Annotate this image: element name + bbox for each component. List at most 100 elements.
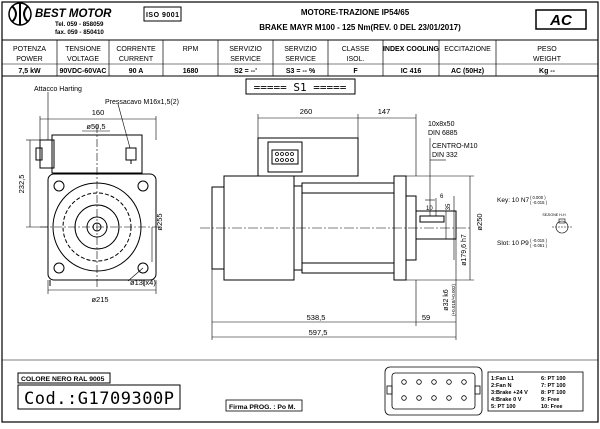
pinout-entry: 8: PT 100 [541, 390, 566, 396]
spec-header-sub: ISOL. [347, 56, 365, 63]
pinout-table: 1:Fan L12:Fan N3:Brake +24 V4:Brake 0 V5… [487, 371, 584, 412]
color-label: COLORE NERO RAL 9005 [21, 376, 105, 383]
spec-column: SERVIZIO SERVICE S2 = --' [229, 46, 262, 75]
dim-160: 160 [92, 108, 105, 117]
side-harting-connector [267, 141, 303, 173]
label-centro-din: DIN 332 [432, 152, 458, 159]
harting-connector [39, 139, 55, 169]
dim-13x4: ø13(x4) [130, 278, 156, 287]
slot-tolerance-hi: ( -0.015 ) [530, 238, 548, 243]
spec-header: SERVIZIO [229, 46, 262, 53]
company-fax: fax. 059 - 850410 [55, 29, 104, 36]
slot-tolerance-lo: ( -0.051 ) [530, 243, 548, 248]
spec-header: CLASSE [342, 46, 370, 53]
pin [416, 395, 422, 401]
dim-538-5: 538,5 [307, 313, 326, 322]
label-key-din: DIN 6885 [428, 130, 458, 137]
ac-badge-label: AC [549, 12, 573, 29]
firma-label: Firma PROG. : Po M. [229, 404, 296, 411]
spec-header: POTENZA [13, 46, 46, 53]
spec-header: ECCITAZIONE [444, 46, 491, 53]
pinout-entry: 5: PT 100 [491, 404, 516, 410]
code-box [17, 384, 181, 410]
pin [461, 379, 467, 385]
company-tel: Tel. 059 - 858059 [55, 21, 104, 28]
pin [416, 379, 422, 385]
bolt-hole [53, 262, 65, 274]
pinout-entry: 10: Free [541, 404, 562, 410]
drawing-title: MOTORE-TRAZIONE IP54/65 [301, 8, 410, 17]
spec-value: 90VDC-60VAC [60, 68, 107, 75]
harting-latch [35, 147, 43, 161]
spec-value: S3 = -- % [286, 68, 316, 75]
pin [446, 379, 452, 385]
label-centro: CENTRO-M10 [432, 143, 478, 150]
pinout-entry: 2:Fan N [491, 383, 512, 389]
spec-header-sub: SERVICE [285, 56, 316, 63]
dim-255: ø255 [155, 213, 164, 230]
pinout-entry: 9: Free [541, 397, 559, 403]
side-view-dimensions [211, 114, 474, 340]
bolt-hole [53, 180, 65, 192]
spec-header-sub: WEIGHT [533, 56, 562, 63]
firma-box [225, 399, 303, 412]
spec-header-sub: SERVICE [230, 56, 261, 63]
spec-value: Kg -- [539, 68, 556, 75]
spec-value: AC (50Hz) [451, 68, 484, 75]
pinout-entry: 4:Brake 0 V [491, 397, 522, 403]
dim-250: ø250 [475, 213, 484, 230]
key-tolerance-label: Key: 10 N7 [497, 197, 530, 204]
dim-59: 59 [422, 313, 430, 322]
duty-box [245, 78, 356, 95]
pin [401, 379, 407, 385]
pinout-entry: 1:Fan L1 [491, 376, 514, 382]
spec-header-sub: CURRENT [119, 56, 154, 63]
code-label: Cod.:G1709300P [24, 389, 174, 409]
company-logo [8, 2, 32, 26]
spec-value: IC 416 [401, 68, 422, 75]
key-slot [419, 215, 445, 223]
dim-6: 6 [440, 194, 444, 200]
spec-column: RPM 1680 [183, 46, 199, 75]
section-detail [552, 218, 572, 234]
spec-value: S2 = --' [234, 68, 257, 75]
dim-50-5: ø50,5 [86, 122, 105, 131]
dim-232-5: 232,5 [17, 175, 26, 194]
front-view-dimensions [26, 92, 157, 294]
key-tolerance-lo: ( -0.015 ) [530, 200, 548, 205]
side-terminal-box [257, 137, 359, 177]
pinout-entry: 7: PT 100 [541, 383, 566, 389]
spec-header: RPM [183, 46, 199, 53]
iso-label: ISO 9001 [146, 12, 179, 19]
iso-badge [143, 6, 182, 22]
spec-header: PESO [537, 46, 557, 53]
color-box [17, 372, 111, 384]
title-block: BEST MOTOR Tel. 059 - 858059 fax. 059 - … [2, 2, 598, 41]
spec-header-sub: POWER [16, 56, 42, 63]
key-tolerance-hi: ( 0.000 ) [530, 195, 546, 200]
dim-147: 147 [378, 107, 391, 116]
spec-header: INDEX COOLING [383, 46, 440, 53]
drawing-subtitle: BRAKE MAYR M100 - 125 Nm(REV. 0 DEL 23/0… [259, 23, 461, 32]
pin [431, 379, 437, 385]
dim-260: 260 [300, 107, 313, 116]
dim-10: 10 [426, 206, 433, 212]
label-key-size: 10x8x50 [428, 121, 455, 128]
pin [446, 395, 452, 401]
spec-value: 1680 [183, 68, 199, 75]
spec-column: ECCITAZIONE AC (50Hz) [444, 46, 491, 75]
pin [401, 395, 407, 401]
spec-header-sub: VOLTAGE [67, 56, 99, 63]
company-name: BEST MOTOR [35, 8, 112, 20]
spec-header: TENSIONE [65, 46, 101, 53]
spec-column: PESO WEIGHT Kg -- [533, 46, 562, 75]
bolt-hole [137, 262, 149, 274]
section-label: SEZIONE H-H [542, 213, 566, 217]
dim-32-tolerance: (+0.018/+0.002) [451, 283, 456, 316]
